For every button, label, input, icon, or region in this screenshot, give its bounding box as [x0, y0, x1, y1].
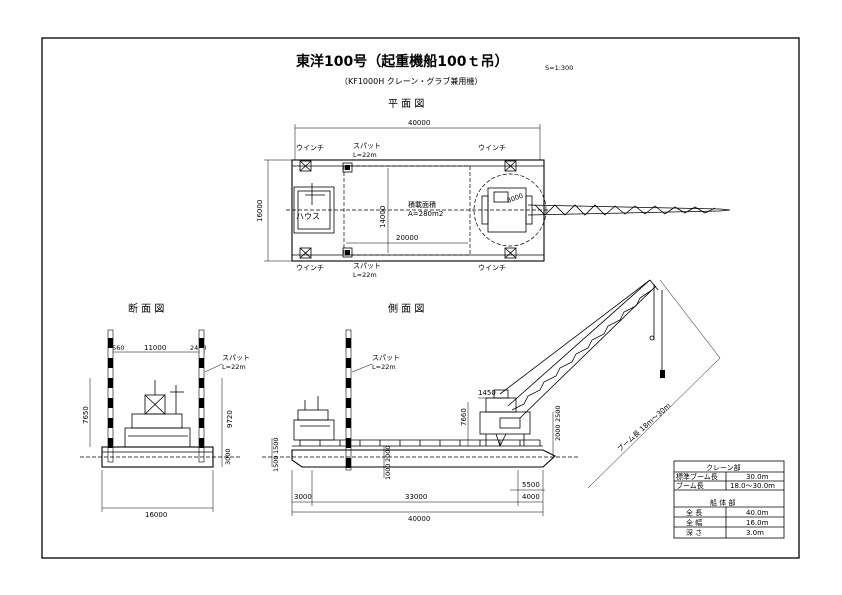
section-spud-left — [107, 329, 114, 463]
section-dim-mid: 11000 — [144, 344, 166, 352]
side-boom-length: ブーム長 18m～30m — [615, 401, 672, 454]
side-dim-2500: 2500 — [554, 405, 562, 422]
side-view: スパット L=22m — [262, 279, 721, 523]
spec-crane-row-0-value: 30.0m — [746, 473, 769, 481]
section-view-title: 断 面 図 — [128, 302, 164, 315]
side-spud — [345, 329, 352, 471]
plan-house-label: ハウス — [296, 212, 320, 221]
section-width-dim: 16000 — [145, 511, 167, 519]
spec-hull-row-0-value: 40.0m — [746, 509, 769, 517]
plan-spud-top-len: L=22m — [353, 151, 377, 159]
section-dim-left: 2560 — [108, 344, 125, 352]
plan-cargo-value: A=280m2 — [408, 210, 443, 218]
section-height-left: 7650 — [82, 406, 90, 424]
plan-winch-br-label: ウインチ — [478, 264, 506, 272]
spec-crane-head: クレーン部 — [706, 463, 741, 472]
plan-hull-outline — [291, 159, 545, 262]
plan-cargo-length: 20000 — [396, 234, 418, 242]
side-view-title: 側 面 図 — [388, 302, 424, 315]
plan-cargo-width: 14000 — [379, 206, 387, 228]
side-dim-1000: 1000 — [384, 463, 392, 480]
spec-hull-row-2-value: 3.0m — [746, 529, 764, 537]
side-height-7660: 7660 — [460, 408, 468, 426]
side-dim-2000: 2000 — [554, 424, 562, 441]
plan-crane-dim: 8000 — [506, 192, 524, 205]
drawing-title: 東洋100号（起重機船100ｔ吊） — [296, 53, 508, 70]
plan-spud-top — [342, 162, 353, 173]
section-dim-right: 2450 — [190, 344, 207, 352]
spec-table: クレーン部 標準ブーム長 30.0m ブーム長 18.0～30.0m 船 体 部… — [673, 460, 785, 539]
sheet-frame — [41, 37, 800, 559]
section-height-right: 9720 — [226, 410, 234, 428]
spec-crane-row-0-label: 標準ブーム長 — [676, 472, 718, 481]
section-spud-len: L=22m — [222, 363, 246, 371]
plan-winch-bl-label: ウインチ — [296, 264, 324, 272]
plan-winch-tl-label: ウインチ — [296, 144, 324, 152]
section-spud-right — [198, 329, 205, 463]
side-dim-1500a: 1500 — [272, 455, 280, 472]
plan-winch-br — [504, 247, 517, 259]
plan-winch-tl — [299, 160, 312, 172]
plan-spud-bottom — [342, 247, 353, 258]
side-house — [293, 419, 335, 441]
plan-cargo-area — [343, 165, 471, 256]
side-boom — [499, 279, 665, 419]
spec-hull-row-1-value: 16.0m — [746, 519, 769, 527]
side-dim-3000: 3000 — [294, 493, 312, 501]
spec-crane-row-1-label: ブーム長 — [676, 481, 704, 490]
plan-length-dim: 40000 — [408, 119, 430, 127]
spec-hull-row-1-label: 全 幅 — [686, 518, 702, 527]
plan-spud-bot-len: L=22m — [353, 271, 377, 279]
side-dim-2000-mid: 2000 — [384, 445, 392, 462]
side-dim-5500: 5500 — [522, 481, 540, 489]
side-dim-33000: 33000 — [405, 493, 427, 501]
section-view: 2560 11000 2450 スパット L=22m — [80, 329, 250, 519]
side-spud-label: スパット — [372, 354, 400, 362]
spec-crane-row-1-value: 18.0～30.0m — [730, 482, 775, 490]
side-crane-body — [479, 389, 531, 448]
side-dim-1500b: 1500 — [272, 437, 280, 454]
plan-width-dim: 16000 — [256, 200, 264, 222]
side-spud-len: L=22m — [372, 363, 396, 371]
plan-boom — [527, 204, 731, 216]
scale-label: S=1:300 — [545, 64, 573, 72]
spec-hull-head: 船 体 部 — [710, 498, 735, 507]
plan-house — [293, 186, 335, 234]
plan-cargo-label: 積載面積 — [408, 200, 436, 209]
plan-view: 40000 16000 ハウス ウインチ ウインチ ウインチ ウインチ ス — [256, 119, 731, 279]
side-dim-40000: 40000 — [408, 515, 430, 523]
plan-spud-top-label: スパット — [353, 142, 381, 150]
drawing-subtitle: （KF1000H クレーン・グラブ兼用機） — [340, 76, 482, 86]
side-dim-1450: 1450 — [478, 389, 496, 397]
side-hull — [291, 449, 556, 468]
section-depth-dim: 3000 — [224, 448, 232, 465]
spec-hull-row-0-label: 全 長 — [686, 508, 702, 517]
section-spud-label: スパット — [222, 354, 250, 362]
plan-crane-swing-circle — [473, 173, 547, 247]
side-dim-4000: 4000 — [522, 493, 540, 501]
plan-spud-bot-label: スパット — [353, 262, 381, 270]
section-superstructure — [124, 427, 191, 448]
spec-hull-row-2-label: 深 さ — [686, 528, 702, 537]
plan-winch-tr — [504, 160, 517, 172]
plan-view-title: 平 面 図 — [388, 98, 424, 110]
plan-winch-bl — [299, 247, 312, 259]
plan-winch-tr-label: ウインチ — [478, 144, 506, 152]
